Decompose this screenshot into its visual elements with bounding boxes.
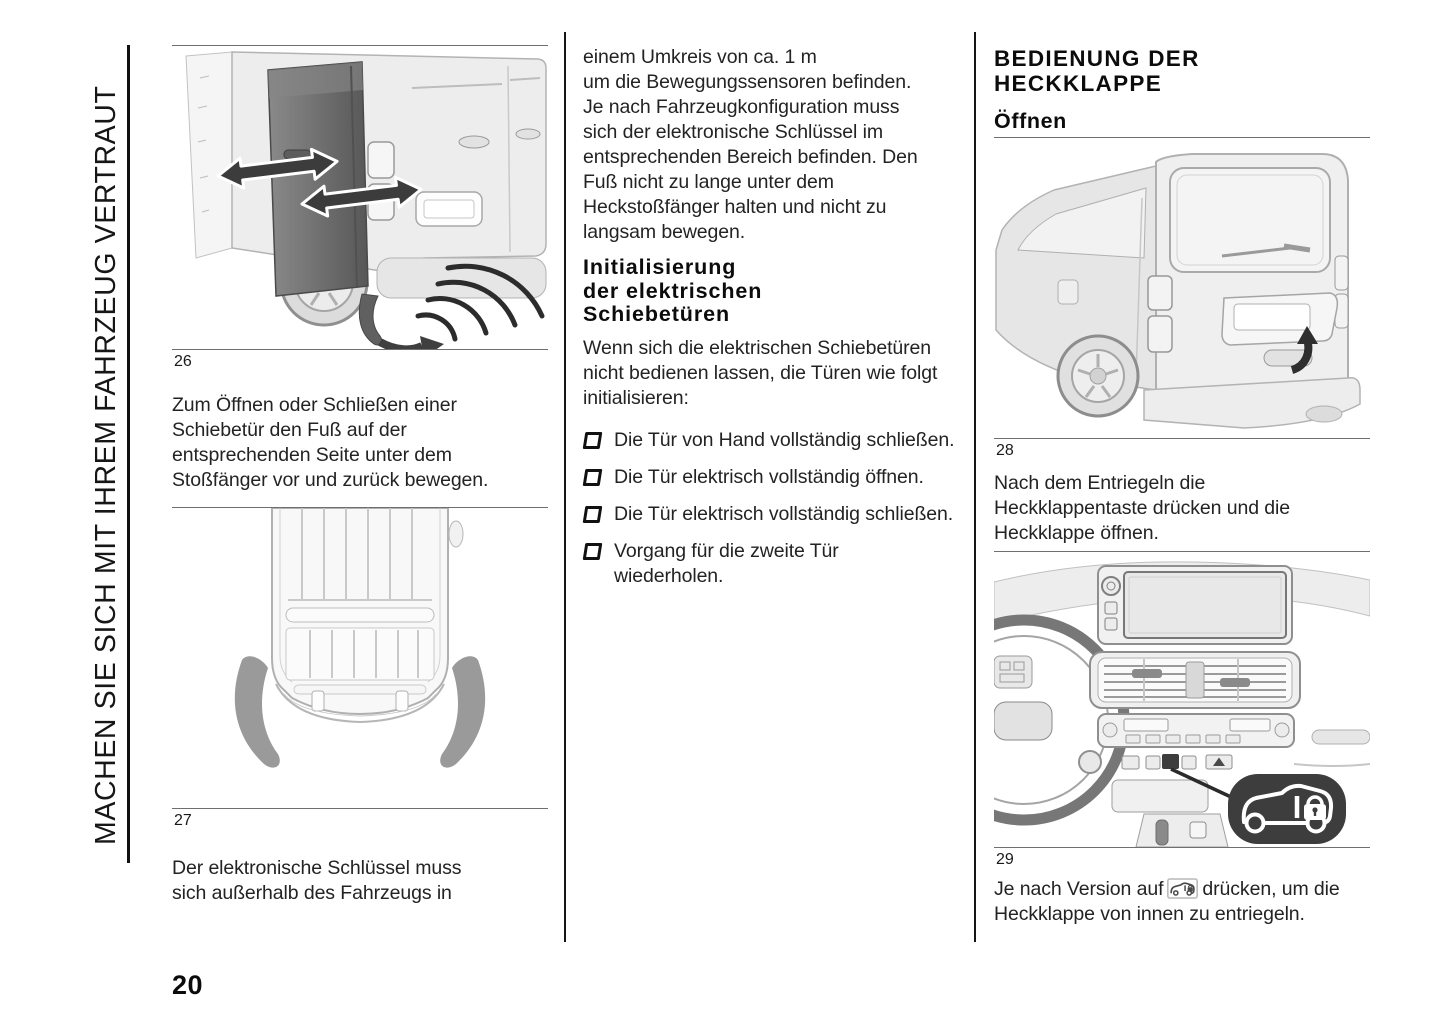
- taillight-upper: [367, 141, 395, 179]
- figure-27: 27: [172, 507, 548, 830]
- para-text-before-icon: Je nach Version auf: [994, 878, 1164, 900]
- rear-bumper: [376, 257, 547, 299]
- figure-26: 26: [172, 45, 548, 371]
- lower-button-strip: [1078, 750, 1233, 774]
- roof-cross-bar: [285, 607, 435, 623]
- tailgate-unlock-button-icon: [1167, 878, 1199, 899]
- touchscreen: [1097, 565, 1293, 645]
- side-window: [1017, 187, 1147, 259]
- van-top-view-sensor-zones-illustration: [234, 508, 486, 768]
- tailgate-hinge-left: [311, 690, 325, 712]
- figure-28-label: 28: [996, 442, 1014, 459]
- sensor-zone-shapes: [234, 656, 486, 768]
- column-2: einem Umkreis von ca. 1 m um die Bewegun…: [582, 0, 955, 601]
- air-vents: [1089, 651, 1301, 709]
- rear-window: [1169, 167, 1331, 273]
- lock-icon: [1306, 795, 1324, 805]
- fuel-flap: [1057, 279, 1079, 305]
- init-steps-list: Die Tür von Hand vollständig schließen. …: [582, 428, 955, 589]
- gear-selector: [1155, 819, 1169, 846]
- door-mirror: [448, 520, 464, 548]
- figure-29-frame: [994, 551, 1370, 848]
- van-outline-icon: [1241, 783, 1334, 825]
- taillight-right: [1334, 255, 1349, 291]
- figure-27-frame: [172, 507, 548, 809]
- heading-initialisierung: Initialisierung der elektrischen Schiebe…: [583, 255, 763, 326]
- foot-kick-arrow-icon: [358, 293, 444, 349]
- para-tailgate-open: Nach dem Entriegeln die Heckklappentaste…: [994, 472, 1290, 544]
- tailgate-unlock-button: [1162, 754, 1179, 769]
- list-item: Die Tür elektrisch vollständig schließen…: [582, 502, 955, 527]
- rear-wiper: [1221, 246, 1291, 258]
- figure-28-frame: [994, 137, 1370, 439]
- open-square-bullet-icon: [582, 431, 603, 449]
- tailgate-hinge-right: [395, 690, 409, 712]
- open-square-bullet-icon: [582, 505, 603, 523]
- dashboard-tailgate-unlock-button-callout-illustration: [994, 561, 1370, 847]
- chapter-sidebar-title: MACHEN SIE SICH MIT IHREM FAHRZEUG VERTR…: [90, 85, 122, 845]
- heading-oeffnen: Öffnen: [994, 109, 1067, 133]
- taillight-left: [1147, 275, 1173, 311]
- para-sensor-range: einem Umkreis von ca. 1 m um die Bewegun…: [583, 46, 918, 243]
- para-slide-door-kick: Zum Öffnen oder Schließen einer Schiebet…: [172, 394, 489, 491]
- tailgate-unlock-callout: [1228, 774, 1346, 844]
- climate-controls: [1097, 713, 1295, 748]
- para-init-intro: Wenn sich die elektrischen Schiebetüren …: [583, 336, 938, 409]
- figure-29: 29: [994, 551, 1370, 869]
- list-item: Vorgang für die zweite Tür wiederholen.: [582, 539, 955, 589]
- open-square-bullet-icon: [582, 542, 603, 560]
- figure-26-frame: [172, 45, 548, 350]
- side-vent: [1311, 729, 1370, 745]
- open-square-bullet-icon: [582, 468, 603, 486]
- sensor-waves-icon: [415, 263, 545, 342]
- rear-wheel: [1056, 334, 1140, 418]
- van-side-sliding-door-kick-sensor-illustration: [185, 51, 547, 349]
- column-divider-1: [564, 32, 566, 942]
- tailgate-open-arrow-icon: [1290, 326, 1318, 374]
- sidebar-rule: [127, 45, 130, 863]
- sliding-door-open: [267, 61, 369, 297]
- roof-panels-rear: [285, 627, 435, 681]
- headlight-knob: [1078, 750, 1102, 774]
- column-divider-2: [974, 32, 976, 942]
- figure-29-label: 29: [996, 851, 1014, 868]
- heading-bedienung-der-heckklappe: BEDIENUNG DER HECKKLAPPE: [994, 46, 1200, 96]
- column-1: 26 Zum Öffnen oder Schließen einer Schie…: [172, 0, 548, 906]
- volume-knob: [1101, 576, 1121, 596]
- list-item: Die Tür elektrisch vollständig öffnen.: [582, 465, 955, 490]
- column-3: BEDIENUNG DER HECKKLAPPE Öffnen: [994, 0, 1370, 927]
- para-text-after-icon: drücken, um die Heckklappe von innen zu …: [994, 878, 1340, 925]
- lower-console: [1111, 729, 1370, 847]
- rear-door-handle: [458, 135, 490, 149]
- van-rear-tailgate-open-arrow-illustration: [995, 153, 1361, 429]
- slide-direction-arrows-icon: [216, 147, 423, 218]
- list-item: Die Tür von Hand vollständig schließen.: [582, 428, 955, 453]
- figure-26-label: 26: [174, 353, 192, 370]
- para-electronic-key: Der elektronische Schlüssel muss sich au…: [172, 857, 462, 904]
- figure-27-label: 27: [174, 812, 192, 829]
- roof-panels-front: [288, 508, 432, 601]
- page-number: 20: [172, 970, 204, 1000]
- figure-28: 28: [994, 137, 1370, 460]
